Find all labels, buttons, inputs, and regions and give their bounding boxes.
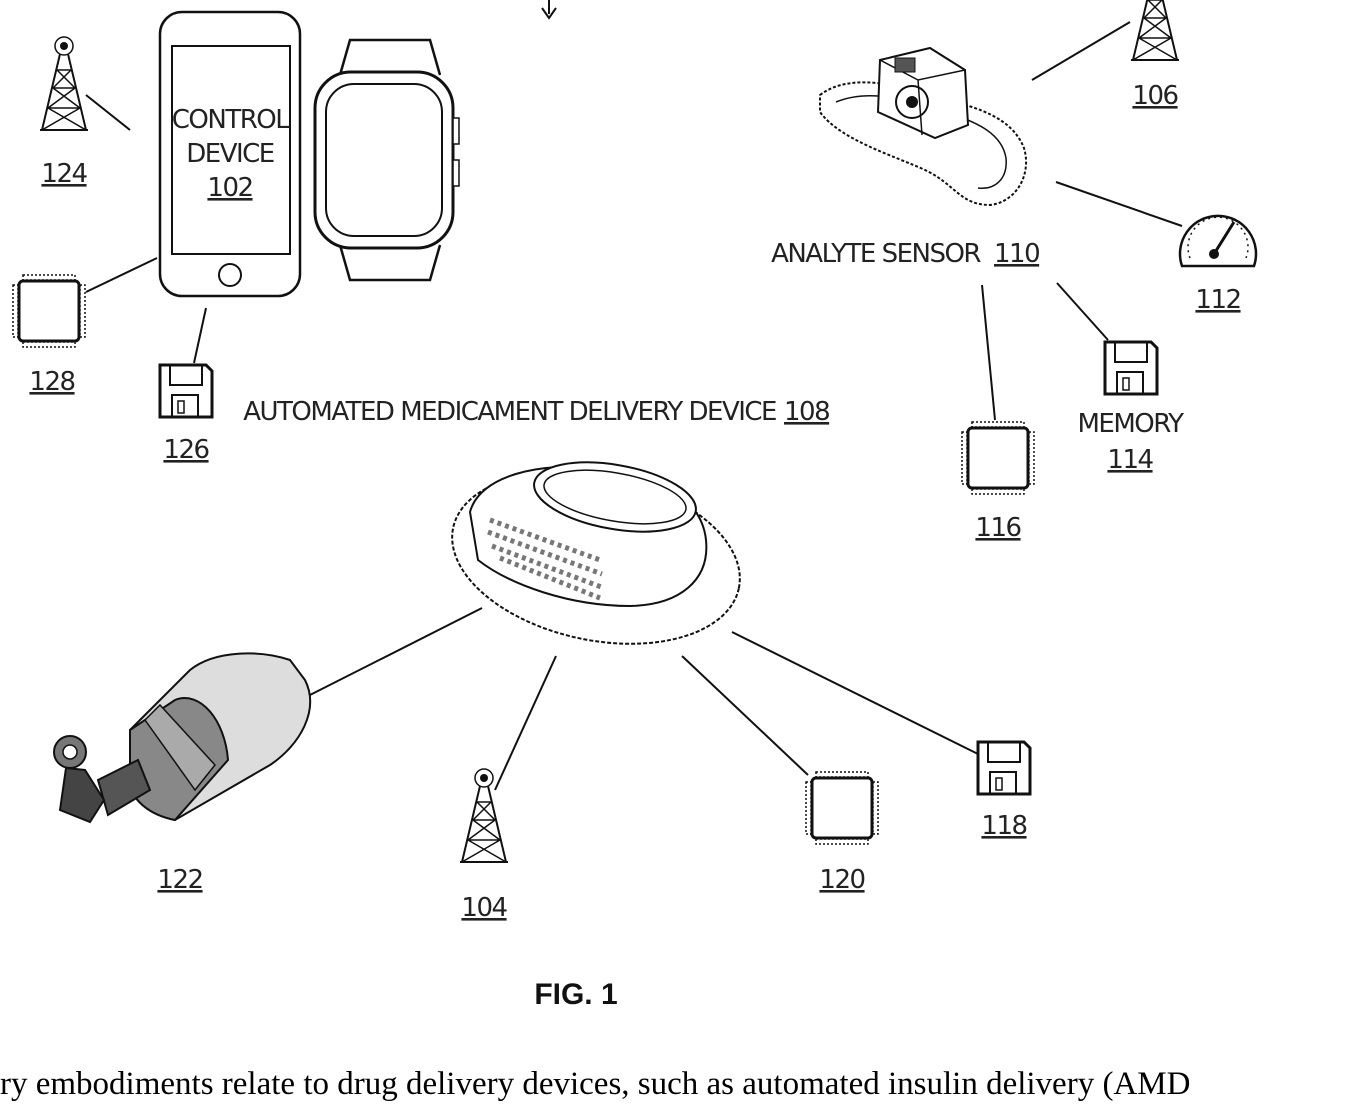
analyte-sensor-icon bbox=[820, 48, 1026, 205]
tower-icon-106 bbox=[1131, 0, 1179, 60]
control-device-label-2: DEVICE bbox=[186, 139, 274, 169]
tower-icon-124 bbox=[40, 37, 88, 130]
reference-arrow bbox=[542, 0, 556, 18]
ref-108: 108 bbox=[784, 397, 829, 427]
ref-118: 118 bbox=[981, 811, 1026, 841]
floppy-disk-icon-114 bbox=[1105, 342, 1157, 394]
ref-112: 112 bbox=[1195, 285, 1240, 315]
reservoir-cartridge-icon-122 bbox=[54, 653, 310, 822]
ref-114: 114 bbox=[1107, 445, 1153, 475]
ref-102: 102 bbox=[207, 173, 252, 203]
gauge-icon-112 bbox=[1180, 216, 1256, 266]
ref-116: 116 bbox=[975, 513, 1020, 543]
control-device-label-1: CONTROL bbox=[172, 105, 290, 135]
smartwatch-icon bbox=[315, 40, 459, 280]
analyte-sensor-label: ANALYTE SENSOR bbox=[771, 239, 981, 269]
ref-122: 122 bbox=[157, 865, 202, 895]
chip-icon-128 bbox=[13, 275, 85, 347]
ref-104: 104 bbox=[461, 893, 507, 923]
ref-110: 110 bbox=[994, 239, 1039, 269]
floppy-disk-icon-126 bbox=[160, 365, 212, 417]
ref-120: 120 bbox=[819, 865, 864, 895]
figure-caption: FIG. 1 bbox=[534, 978, 617, 1011]
tower-icon-104 bbox=[460, 769, 508, 862]
ref-124: 124 bbox=[41, 159, 87, 189]
chip-icon-116 bbox=[962, 422, 1034, 494]
body-paragraph: ry embodiments relate to drug delivery d… bbox=[0, 1066, 1349, 1103]
ref-126: 126 bbox=[163, 435, 208, 465]
memory-label: MEMORY bbox=[1077, 409, 1184, 439]
chip-icon-120 bbox=[806, 772, 878, 844]
delivery-device-label: AUTOMATED MEDICAMENT DELIVERY DEVICE bbox=[243, 397, 776, 427]
delivery-device-pod-icon bbox=[436, 447, 756, 668]
floppy-disk-icon-118 bbox=[978, 742, 1030, 794]
ref-106: 106 bbox=[1132, 81, 1177, 111]
ref-128: 128 bbox=[29, 367, 74, 397]
